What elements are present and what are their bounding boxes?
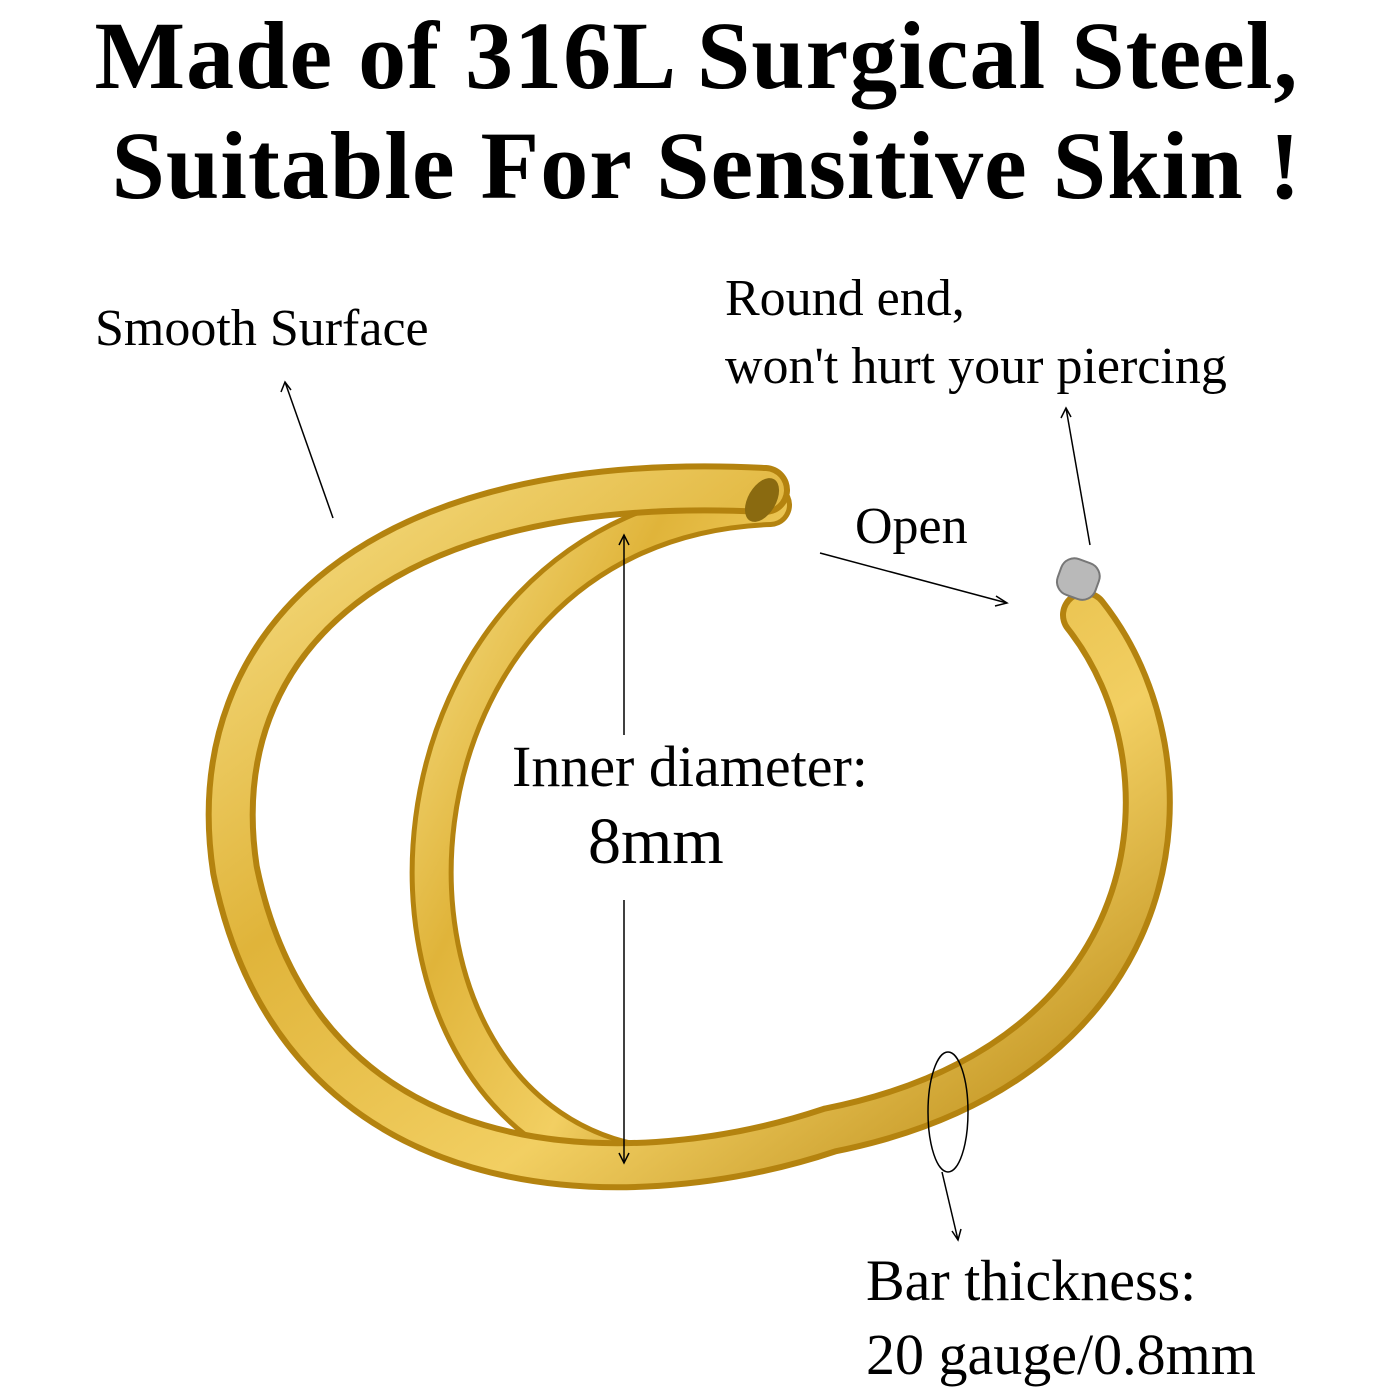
title-line-2: Suitable For Sensitive Skin ! — [111, 112, 1302, 219]
round-end-pin — [1055, 557, 1101, 601]
inner-diameter-value: 8mm — [588, 805, 724, 878]
title-line-1: Made of 316L Surgical Steel, — [94, 2, 1299, 109]
label-round-end-detail: won't hurt your piercing — [725, 338, 1227, 395]
bar-thickness-value: 20 gauge/0.8mm — [866, 1322, 1256, 1387]
label-open: Open — [855, 498, 968, 555]
label-smooth-surface: Smooth Surface — [95, 300, 429, 357]
ring-end-hollow — [744, 478, 780, 522]
label-bar-thickness: Bar thickness: — [866, 1248, 1197, 1313]
label-round-end: Round end, — [725, 270, 965, 327]
label-inner-diameter: Inner diameter: — [512, 734, 868, 799]
